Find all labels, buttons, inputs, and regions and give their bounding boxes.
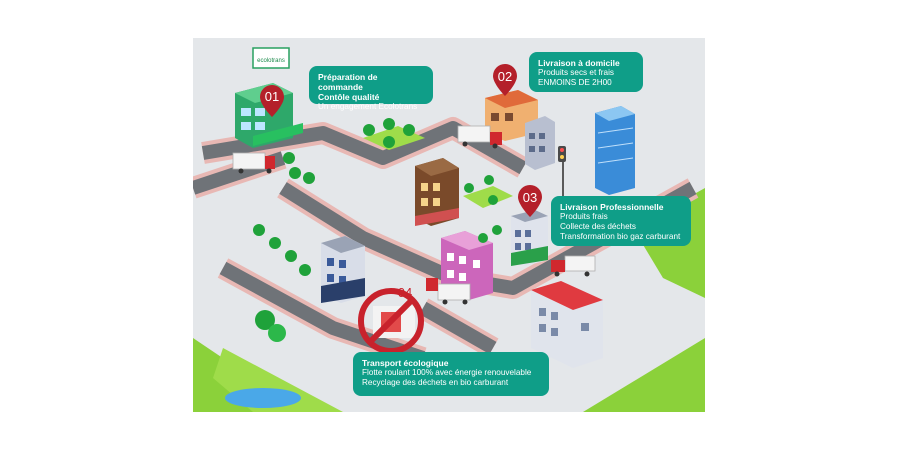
pin-number-03: 03	[523, 190, 537, 205]
ecolotrans-billboard	[252, 47, 290, 69]
delivery-truck-icon	[551, 255, 596, 277]
traffic-light-icon	[558, 146, 566, 203]
callout-preparation-title-1: Préparation de commande	[318, 72, 378, 92]
location-pin-icon: 03	[518, 185, 542, 217]
callout-transport-line-2: Recyclage des déchets en bio carburant	[362, 378, 509, 387]
pond	[225, 388, 301, 408]
purple-building	[441, 231, 493, 300]
callout-transport-line-1: Flotte roulant 100% avec énergie renouve…	[362, 368, 532, 377]
callout-livraison-pro: Livraison Professionnelle Produits frais…	[551, 196, 691, 246]
location-pin-icon: 01	[260, 85, 284, 117]
brick-building	[415, 158, 459, 226]
callout-pro-line-1: Produits frais	[560, 212, 608, 221]
billboard-logo-text: ecolotrans	[257, 58, 285, 64]
callout-preparation: Préparation de commande Contôle qualité …	[309, 66, 433, 111]
pin-number-04: 04	[398, 285, 412, 300]
callout-domicile-title: Livraison à domicile	[538, 58, 620, 68]
callout-pro-line-3: Transformation bio gaz carburant	[560, 232, 681, 241]
shop-building	[321, 236, 365, 303]
home-building	[485, 90, 538, 141]
red-building	[531, 281, 603, 368]
pin-number-02: 02	[498, 69, 512, 84]
callout-preparation-line-1: Un engagement Ecolotrans	[318, 102, 418, 111]
location-pin-icon: 02	[493, 64, 517, 96]
callout-transport-ecologique: Transport écologique Flotte roulant 100%…	[353, 352, 549, 396]
callout-domicile-line-2: ENMOINS DE 2H00	[538, 78, 612, 87]
square-park-2	[463, 186, 513, 208]
pin-number-01: 01	[265, 89, 279, 104]
apartment-building	[525, 116, 555, 170]
callout-transport-title: Transport écologique	[362, 358, 449, 368]
delivery-truck-icon	[232, 152, 275, 174]
callout-preparation-title-2: Contôle qualité	[318, 92, 380, 102]
glass-tower	[595, 106, 635, 195]
trees	[253, 118, 502, 342]
callout-livraison-domicile: Livraison à domicile Produits secs et fr…	[529, 52, 643, 92]
grass-bottom-right	[583, 338, 705, 412]
professional-building	[511, 210, 548, 266]
prohibition-sign-icon	[358, 288, 424, 354]
delivery-truck-icon	[457, 125, 502, 149]
callout-pro-line-2: Collecte des déchets	[560, 222, 637, 231]
callout-domicile-line-1: Produits secs et frais	[538, 68, 614, 77]
delivery-truck-icon	[426, 278, 471, 305]
callout-pro-title: Livraison Professionnelle	[560, 202, 664, 212]
city-map-illustration: ecolotrans	[193, 38, 705, 412]
